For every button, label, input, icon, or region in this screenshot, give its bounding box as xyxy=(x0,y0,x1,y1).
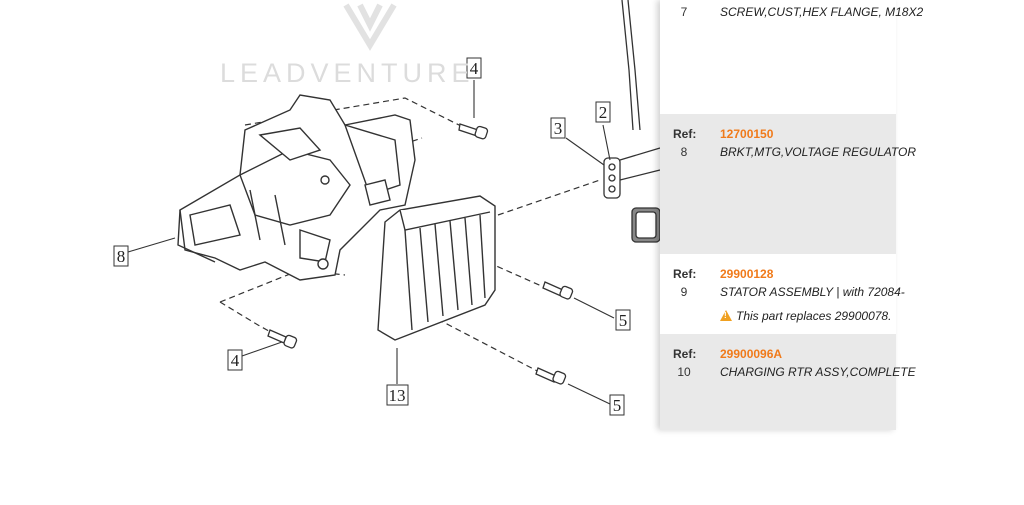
ref-label: Ref: xyxy=(673,347,697,361)
svg-text:5: 5 xyxy=(619,311,628,330)
callout-5-lower[interactable]: 5 xyxy=(609,394,625,416)
item-number: 7 xyxy=(680,5,688,19)
exploded-parts-diagram: 4 2 3 8 5 4 13 5 LEADVENTURE xyxy=(113,0,661,416)
callout-5-upper[interactable]: 5 xyxy=(615,309,631,331)
ref-number-link[interactable]: 12700150 xyxy=(720,127,774,141)
callout-4-bottom[interactable]: 4 xyxy=(227,349,243,371)
part-description: BRKT,MTG,VOLTAGE REGULATOR xyxy=(720,145,917,159)
callout-leaders xyxy=(127,80,615,405)
parts-row-9[interactable]: Ref: 29900128 9 STATOR ASSEMBLY | with 7… xyxy=(660,254,905,334)
part-description: SCREW,CUST,HEX FLANGE, M18X2 xyxy=(720,5,924,19)
replacement-notice-text: This part replaces 29900078. xyxy=(736,309,892,323)
callout-3[interactable]: 3 xyxy=(550,117,566,139)
callout-8[interactable]: 8 xyxy=(113,245,129,267)
item-number: 9 xyxy=(680,285,688,299)
ref-label: Ref: xyxy=(673,127,697,141)
warning-icon xyxy=(720,310,732,321)
ref-label: Ref: xyxy=(673,267,697,281)
watermark-brand-text: LEADVENTURE xyxy=(220,58,475,88)
mounting-bracket-drawing xyxy=(177,94,416,281)
part-description: STATOR ASSEMBLY | with 72084- xyxy=(720,285,905,299)
svg-text:4: 4 xyxy=(470,59,479,78)
item-number: 8 xyxy=(680,145,688,159)
callout-4-top[interactable]: 4 xyxy=(466,57,482,79)
diagram-drawing: 4 2 3 8 5 4 13 5 xyxy=(113,0,661,416)
item-number: 10 xyxy=(677,365,691,379)
callout-2[interactable]: 2 xyxy=(595,101,611,123)
svg-text:8: 8 xyxy=(117,247,126,266)
callout-13[interactable]: 13 xyxy=(386,384,409,406)
svg-text:5: 5 xyxy=(613,396,622,415)
replacement-notice: This part replaces 29900078. xyxy=(720,309,891,323)
ref-number-link[interactable]: 29900128 xyxy=(720,267,774,281)
svg-text:13: 13 xyxy=(389,386,406,405)
svg-text:4: 4 xyxy=(231,351,240,370)
wiring-harness-drawing xyxy=(603,0,661,243)
ref-number-link[interactable]: 29900096A xyxy=(720,347,783,361)
parts-list-panel: 7 SCREW,CUST,HEX FLANGE, M18X2 Ref: 1270… xyxy=(660,0,924,430)
screw-drawings xyxy=(267,123,574,385)
voltage-regulator-drawing xyxy=(377,195,496,341)
svg-text:3: 3 xyxy=(554,119,563,138)
watermark-logo-icon xyxy=(343,3,397,51)
svg-text:2: 2 xyxy=(599,103,608,122)
parts-row-10[interactable]: Ref: 29900096A 10 CHARGING RTR ASSY,COMP… xyxy=(660,334,916,430)
parts-row-8[interactable]: Ref: 12700150 8 BRKT,MTG,VOLTAGE REGULAT… xyxy=(660,114,916,254)
part-description: CHARGING RTR ASSY,COMPLETE xyxy=(720,365,916,379)
parts-row-7[interactable]: 7 SCREW,CUST,HEX FLANGE, M18X2 xyxy=(660,0,924,114)
